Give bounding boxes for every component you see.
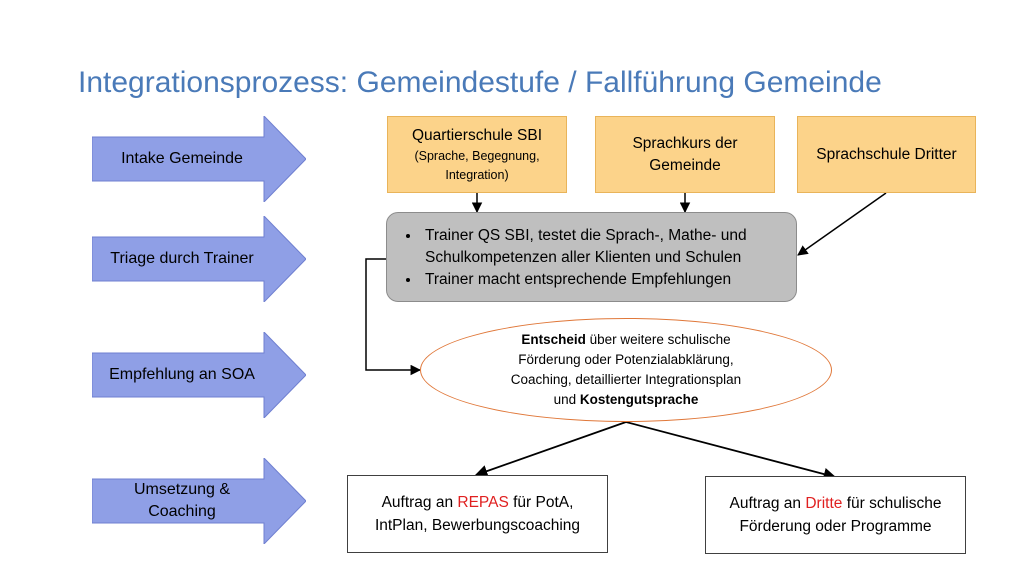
stage-arrow-triage: Triage durch Trainer [92, 216, 306, 302]
trainer-bullet: Trainer QS SBI, testet die Sprach-, Math… [421, 225, 784, 269]
outcome-highlight: REPAS [457, 494, 509, 511]
outcome-box-repas: Auftrag an REPAS für PotA, IntPlan, Bewe… [347, 475, 608, 553]
stage-arrow-intake: Intake Gemeinde [92, 116, 306, 202]
stage-label-line: Umsetzung & [133, 481, 231, 498]
source-box-sprachkurs: Sprachkurs der Gemeinde [595, 116, 775, 193]
source-box-title: Gemeinde [649, 156, 721, 174]
outcome-text: Auftrag an [729, 495, 806, 512]
arrow-right-icon [92, 116, 306, 202]
stage-label: Triage durch Trainer [110, 250, 254, 267]
decision-bold-term: Entscheid [521, 332, 586, 347]
decision-line: Coaching, detaillierter Integrationsplan [510, 372, 742, 387]
stage-label-line: Coaching [148, 503, 216, 520]
source-box-subtitle: Integration) [445, 167, 509, 182]
outcome-line: Förderung oder Programme [739, 518, 932, 535]
outcome-highlight: Dritte [805, 495, 843, 512]
decision-text: und [553, 392, 580, 407]
outcome-line: Auftrag an Dritte für schulische [730, 492, 942, 515]
outcome-text: für PotA, [508, 494, 574, 511]
stage-label: Intake Gemeinde [121, 150, 243, 167]
connector-trainer-to-decision [365, 258, 422, 376]
decision-line: Förderung oder Potenzialabklärung, [518, 352, 734, 367]
connector-decision-to-dritte [625, 421, 837, 481]
outcome-line: IntPlan, Bewerbungscoaching [374, 517, 581, 534]
stage-label: Empfehlung an SOA [109, 366, 255, 383]
trainer-bullet-list: Trainer QS SBI, testet die Sprach-, Math… [397, 225, 784, 291]
outcome-text: Auftrag an [381, 494, 458, 511]
arrow-right-icon [92, 216, 306, 302]
source-box-title: Sprachkurs der [632, 134, 738, 152]
stage-label: Umsetzung & Coaching [92, 479, 272, 523]
connector-dritter-to-trainer [797, 192, 887, 256]
decision-bold-term: Kostengutsprache [579, 392, 699, 407]
source-box-title: Quartierschule SBI [411, 126, 543, 144]
decision-text: über weitere schulische [585, 332, 731, 347]
trainer-bullet: Trainer macht entsprechende Empfehlungen [421, 269, 784, 291]
source-box-sprachschule-dritter: Sprachschule Dritter [797, 116, 976, 193]
decision-line: und Kostengutsprache [554, 390, 699, 410]
outcome-line: Auftrag an REPAS für PotA, [382, 491, 574, 514]
source-box-subtitle: (Sprache, Begegnung, [414, 148, 540, 163]
decision-line: Entscheid über weitere schulische [521, 330, 730, 350]
page-title: Integrationsprozess: Gemeindestufe / Fal… [78, 66, 882, 99]
arrow-right-icon [92, 332, 306, 418]
source-box-title: Sprachschule Dritter [816, 145, 957, 163]
source-box-quartierschule: Quartierschule SBI (Sprache, Begegnung, … [387, 116, 567, 193]
arrow-right-icon [92, 458, 306, 544]
outcome-box-dritte: Auftrag an Dritte für schulische Förderu… [705, 476, 966, 554]
stage-arrow-umsetzung: Umsetzung & Coaching [92, 458, 306, 544]
outcome-text: für schulische [842, 495, 942, 512]
decision-ellipse: Entscheid über weitere schulische Förder… [420, 318, 832, 422]
stage-arrow-empfehlung: Empfehlung an SOA [92, 332, 306, 418]
connector-decision-to-repas [474, 421, 627, 478]
trainer-box: Trainer QS SBI, testet die Sprach-, Math… [386, 212, 797, 302]
